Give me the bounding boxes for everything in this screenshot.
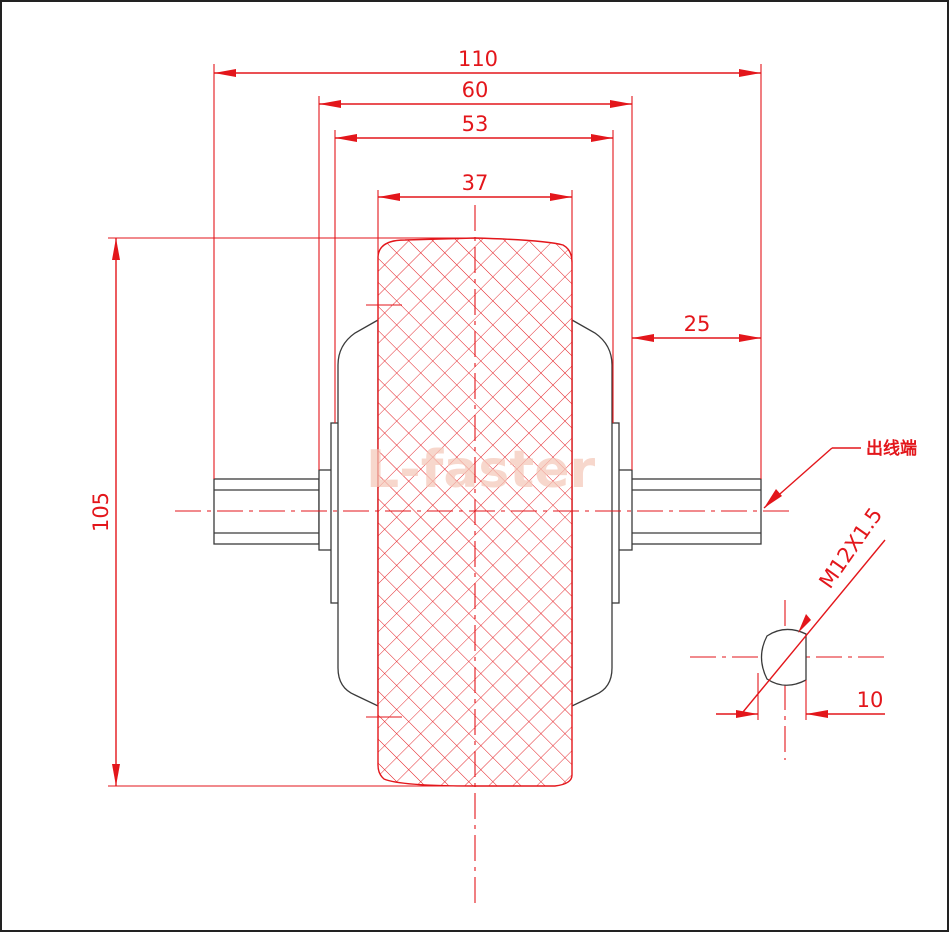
watermark-logo: L-faster [366, 440, 596, 500]
dimension-25-text: 25 [684, 312, 711, 336]
motor-housing [337, 318, 379, 708]
dimension-105: 105 [89, 237, 475, 787]
dimension-37-text: 37 [462, 171, 489, 195]
dimension-60: 60 [318, 78, 633, 470]
dimension-105-text: 105 [89, 492, 113, 532]
right-flange [617, 469, 633, 551]
dimension-53: 53 [334, 112, 614, 423]
dimension-25: 25 [632, 312, 761, 342]
cable-exit-label: 出线端 [866, 438, 917, 459]
dimension-60-text: 60 [462, 78, 489, 102]
dimension-37: 37 [377, 171, 573, 262]
dimension-10-text: 10 [857, 688, 884, 712]
dimension-110: 110 [213, 47, 762, 479]
dimension-110-text: 110 [458, 47, 498, 71]
axle-section-profile [760, 628, 807, 686]
dimension-53-text: 53 [462, 112, 489, 136]
cable-exit-callout: 出线端 [763, 438, 917, 509]
